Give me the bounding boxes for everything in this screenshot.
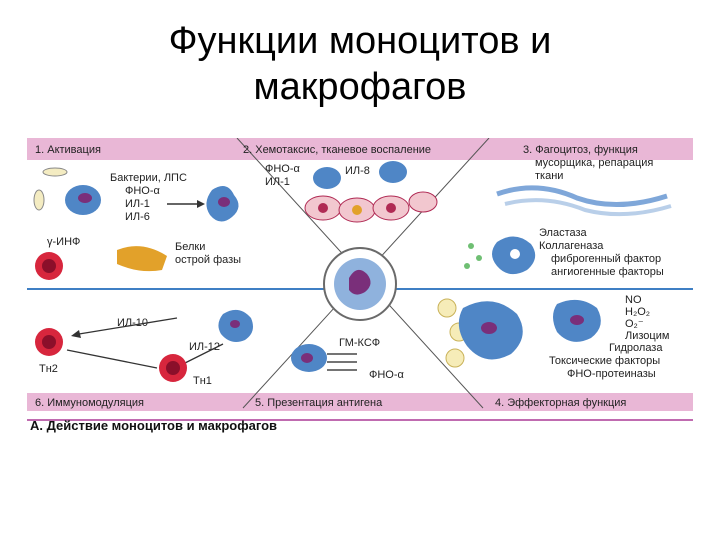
label-tnf-alpha-p2: ФНО-α — [265, 163, 301, 175]
endothelial-nucleus-3 — [386, 203, 396, 213]
arrow-th1-th2 — [66, 349, 158, 369]
th1-nucleus — [166, 361, 180, 375]
panel3-heading-line2: мусорщика, репарация — [535, 157, 653, 169]
panel3-heading-line1: 3. Фагоцитоз, функция — [523, 144, 638, 156]
label-lysozyme: Лизоцим — [625, 330, 669, 342]
slide-title: Функции моноцитов и макрофагов — [0, 18, 720, 110]
diagram-svg: 1. Активация Бактерии, ЛПС ФНО-α ИЛ-1 ИЛ… — [27, 137, 693, 421]
panel1-heading: 1. Активация — [35, 144, 101, 156]
panel2-heading: 2. Хемотаксис, тканевое воспаление — [243, 144, 431, 156]
label-il12: ИЛ-12 — [189, 341, 220, 353]
antigen-presentation-lines — [327, 353, 357, 371]
label-il6-p1: ИЛ-6 — [125, 211, 150, 223]
label-gm-csf: ГМ-КСФ — [339, 337, 380, 349]
label-acute-phase-2: острой фазы — [175, 254, 241, 266]
apc-nucleus-p5 — [301, 353, 313, 363]
debris-particle-2 — [476, 255, 482, 261]
arrow-il10 — [78, 317, 178, 335]
label-no: NO — [625, 294, 642, 306]
bacterium-icon — [42, 167, 68, 177]
slide-title-line1: Функции моноцитов и — [168, 20, 552, 62]
panel3-heading-line3: ткани — [535, 170, 563, 182]
debris-particle-1 — [468, 243, 474, 249]
arrow-il12 — [182, 343, 224, 365]
endothelial-nucleus-1 — [318, 203, 328, 213]
top-header-band — [27, 138, 693, 160]
label-hydrolase: Гидролаза — [609, 342, 663, 354]
debris-particle-3 — [464, 263, 470, 269]
label-tnf-alpha-p1: ФНО-α — [125, 185, 161, 197]
diagram-figure: 1. Активация Бактерии, ЛПС ФНО-α ИЛ-1 ИЛ… — [27, 137, 693, 450]
panel4-heading: 4. Эффекторная функция — [495, 397, 626, 409]
bottom-header-band — [27, 393, 693, 411]
tissue-fibers-1 — [496, 185, 668, 207]
macrophage-nucleus-p6 — [230, 320, 240, 328]
arrowhead-il10 — [71, 330, 81, 338]
panel5-heading: 5. Презентация антигена — [255, 397, 383, 409]
endothelial-nucleus-2 — [352, 205, 362, 215]
label-tnf-alpha-p5: ФНО-α — [369, 369, 405, 381]
label-o2: O₂⁻ — [625, 318, 644, 330]
label-collagenase: Коллагеназа — [539, 240, 604, 252]
label-angiogenic-factors: ангиогенные факторы — [551, 266, 664, 278]
liver-icon — [117, 246, 167, 272]
label-elastase: Эластаза — [539, 227, 588, 239]
center-monocyte-nucleus — [349, 269, 371, 295]
monocyte-nucleus-p1 — [78, 193, 92, 203]
panel6-heading: 6. Иммуномодуляция — [35, 397, 144, 409]
label-tnf-proteinases: ФНО-протеиназы — [567, 368, 656, 380]
monocyte-cell-p2 — [313, 167, 341, 189]
tissue-fibers-2 — [504, 198, 672, 217]
th2-nucleus — [42, 335, 56, 349]
label-th1: Tн1 — [193, 375, 212, 387]
target-cell-3 — [445, 348, 465, 368]
t-cell-nucleus-p1 — [42, 259, 56, 273]
label-bacteria-lps: Бактерии, ЛПС — [110, 172, 187, 184]
activated-macrophage-nucleus — [218, 197, 230, 207]
figure-caption: А. Действие моноцитов и макрофагов — [30, 418, 278, 433]
label-fibrogenic-factor: фиброгенный фактор — [551, 253, 661, 265]
phagosome-vacuole — [510, 249, 520, 259]
target-cell-1 — [437, 298, 457, 318]
label-toxic-factors: Токсические факторы — [549, 355, 660, 367]
label-th2: Tн2 — [39, 363, 58, 375]
label-gamma-ifn: γ-ИНФ — [47, 236, 80, 248]
slide-title-line2: макрофагов — [253, 66, 467, 108]
label-acute-phase-1: Белки — [175, 241, 205, 253]
monocyte-cell-p2b — [379, 161, 407, 183]
label-h2o2: H₂O₂ — [625, 306, 650, 318]
effector-nucleus-1 — [481, 322, 497, 334]
label-il1-p1: ИЛ-1 — [125, 198, 150, 210]
arrowhead-activation — [197, 200, 205, 208]
bacterium-icon-2 — [33, 189, 45, 211]
effector-nucleus-2 — [570, 315, 584, 325]
label-il1-p2: ИЛ-1 — [265, 176, 290, 188]
label-il8: ИЛ-8 — [345, 165, 370, 177]
endothelial-cell-4 — [408, 191, 438, 213]
